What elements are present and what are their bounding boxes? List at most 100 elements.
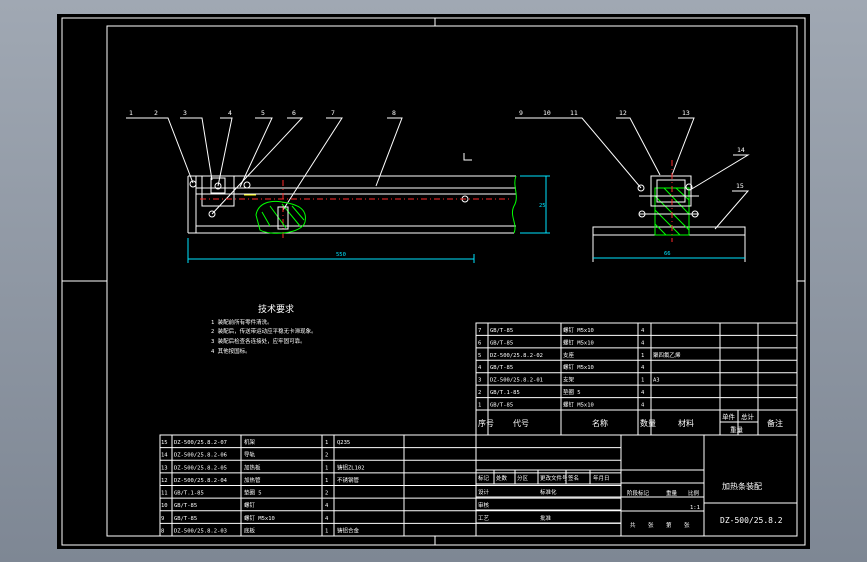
lower-row-no: 12	[161, 478, 168, 484]
upper-row-no: 4	[478, 365, 482, 371]
upper-row-no: 2	[478, 390, 481, 396]
upper-header-qty: 数量	[640, 418, 656, 428]
upper-row-name: 支座	[563, 351, 575, 359]
lower-row-name: 螺钉	[244, 501, 256, 509]
balloon-12: 12	[619, 109, 627, 117]
drawing-sheet	[57, 14, 810, 549]
balloon-15: 15	[736, 182, 744, 190]
title-label: 签名	[568, 474, 579, 482]
title-block: 标记处数分区更改文件号签名年月日设计标准化审核工艺批准阶段标记重量比例共张第张1…	[475, 434, 798, 537]
lower-row-material: 不锈钢管	[337, 476, 360, 484]
upper-row-qty: 4	[641, 340, 645, 346]
tech-req-line-2: 2 装配后，传送带运动应平稳无卡滞现象。	[211, 327, 317, 335]
balloon-6: 6	[292, 109, 296, 117]
balloon-3: 3	[183, 109, 187, 117]
lower-row-qty: 1	[325, 465, 328, 471]
title-drawing-name: 加热条装配	[722, 481, 762, 491]
title-label: 审核	[478, 501, 490, 509]
title-label: 重量	[666, 489, 678, 497]
balloon-11: 11	[570, 109, 578, 117]
balloon-14: 14	[737, 146, 745, 154]
upper-row-no: 5	[478, 353, 481, 359]
dim-width: 66	[664, 251, 671, 257]
tech-req-line-1: 1 装配前所有零件清洗。	[211, 318, 273, 326]
balloon-5: 5	[261, 109, 265, 117]
lower-row-qty: 1	[325, 440, 328, 446]
upper-row-qty: 4	[641, 328, 645, 334]
tech-req-line-3: 3 装配后检查各连接处，应牢固可靠。	[211, 337, 306, 345]
upper-row-qty: 4	[641, 365, 645, 371]
upper-header-remark: 备注	[767, 418, 783, 428]
lower-row-qty: 1	[325, 528, 328, 534]
tech-req-title: 技术要求	[258, 303, 294, 315]
lower-row-no: 10	[161, 503, 168, 509]
title-scale: 1:1	[690, 505, 700, 511]
title-label: 第	[666, 521, 672, 529]
upper-header-name: 名称	[592, 418, 608, 428]
upper-row-qty: 4	[641, 403, 645, 409]
title-label: 工艺	[478, 515, 490, 522]
front-dimensions: 550 25	[187, 175, 550, 263]
lower-row-qty: 1	[325, 478, 328, 484]
upper-row-code: GB/T-85	[490, 340, 513, 346]
lower-row-name: 螺钉 M5x10	[244, 514, 275, 522]
title-label: 处数	[496, 474, 508, 482]
lower-row-code: DZ-500/25.8.2-06	[174, 453, 227, 459]
lower-row-name: 机架	[244, 438, 256, 446]
balloon-10: 10	[543, 109, 551, 117]
lower-row-code: DZ-500/25.8.2-07	[174, 440, 227, 446]
lower-row-no: 15	[161, 440, 168, 446]
upper-row-qty: 1	[641, 378, 644, 384]
title-label: 设计	[478, 488, 490, 496]
upper-header-material: 材料	[678, 418, 694, 428]
upper-row-code: GB/T-85	[490, 365, 513, 371]
title-label: 更改文件号	[540, 474, 568, 482]
upper-row-no: 1	[478, 403, 481, 409]
lower-row-material: Q235	[337, 440, 350, 446]
upper-row-material: A3	[653, 378, 660, 384]
upper-row-name: 螺钉 M5x10	[563, 338, 594, 346]
upper-row-code: GB/T-85	[490, 403, 513, 409]
title-label: 比例	[688, 489, 700, 497]
lower-row-material: 铸铝合金	[337, 526, 360, 534]
balloon-13: 13	[682, 109, 690, 117]
balloon-1: 1	[129, 109, 133, 117]
balloon-8: 8	[392, 109, 396, 117]
upper-row-no: 3	[478, 378, 481, 384]
balloon-group: 1 2 3 4 5 6 7 8 9 10 11 12 13 14 15	[129, 109, 745, 190]
upper-row-material: 聚四氟乙烯	[653, 351, 681, 359]
title-label: 标记	[478, 474, 490, 482]
upper-row-code: GB/T.1-85	[490, 390, 520, 396]
dim-length: 550	[336, 252, 346, 258]
upper-row-no: 7	[478, 328, 481, 334]
upper-header-weight: 重量	[730, 426, 744, 434]
upper-row-qty: 1	[641, 353, 644, 359]
upper-row-code: DZ-500/25.8.2-02	[490, 353, 543, 359]
title-label: 张	[684, 521, 690, 529]
upper-row-code: DZ-500/25.8.2-01	[490, 378, 543, 384]
front-view	[187, 153, 517, 240]
lower-row-code: DZ-500/25.8.2-05	[174, 465, 227, 471]
upper-row-code: GB/T-85	[490, 328, 513, 334]
lower-row-code: DZ-500/25.8.2-03	[174, 528, 227, 534]
title-label: 张	[648, 521, 654, 529]
upper-row-name: 支架	[563, 376, 575, 384]
lower-row-material: 铸铝ZL102	[337, 463, 365, 471]
lower-row-code: GB/T-85	[174, 503, 197, 509]
lower-row-no: 11	[161, 491, 168, 497]
title-label: 共	[630, 521, 636, 529]
leader-lines	[126, 117, 750, 230]
title-label: 批准	[540, 514, 552, 522]
lower-row-qty: 4	[325, 516, 329, 522]
balloon-7: 7	[331, 109, 335, 117]
lower-row-qty: 2	[325, 453, 328, 459]
upper-header-no: 序号	[478, 418, 494, 428]
title-label: 分区	[517, 474, 529, 482]
lower-row-name: 底板	[244, 526, 256, 534]
dim-height: 25	[539, 203, 546, 209]
lower-row-code: DZ-500/25.8.2-04	[174, 478, 228, 484]
